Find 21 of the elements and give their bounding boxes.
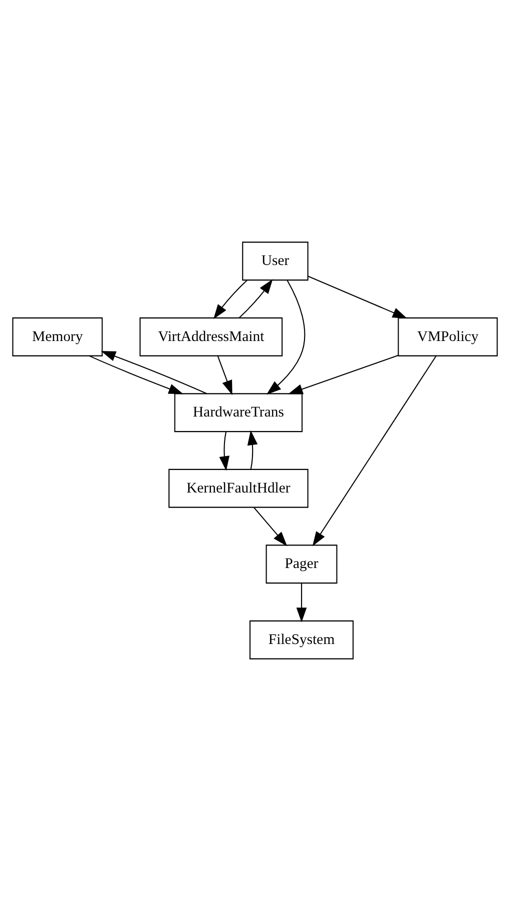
node-box: Pager [266, 544, 338, 584]
node-box: VirtAddressMaint [140, 316, 283, 356]
arrow [238, 278, 273, 318]
arrow [308, 275, 408, 318]
arrow [213, 280, 248, 319]
arrow [217, 355, 232, 395]
node-box: Memory [12, 316, 103, 356]
arrow [100, 350, 207, 394]
node-box: HardwareTrans [174, 392, 303, 432]
arrow [266, 280, 306, 394]
node-box: FileSystem [249, 620, 354, 659]
arrow [296, 582, 307, 622]
node-box: User [242, 241, 308, 280]
node-box: VMPolicy [398, 316, 498, 356]
arrow [312, 355, 436, 546]
arrow [89, 354, 184, 394]
arrow [288, 354, 398, 394]
arrow [247, 430, 258, 469]
arrow [254, 506, 288, 546]
node-box: KernelFaultHdler [168, 468, 308, 508]
arrow [219, 431, 230, 470]
